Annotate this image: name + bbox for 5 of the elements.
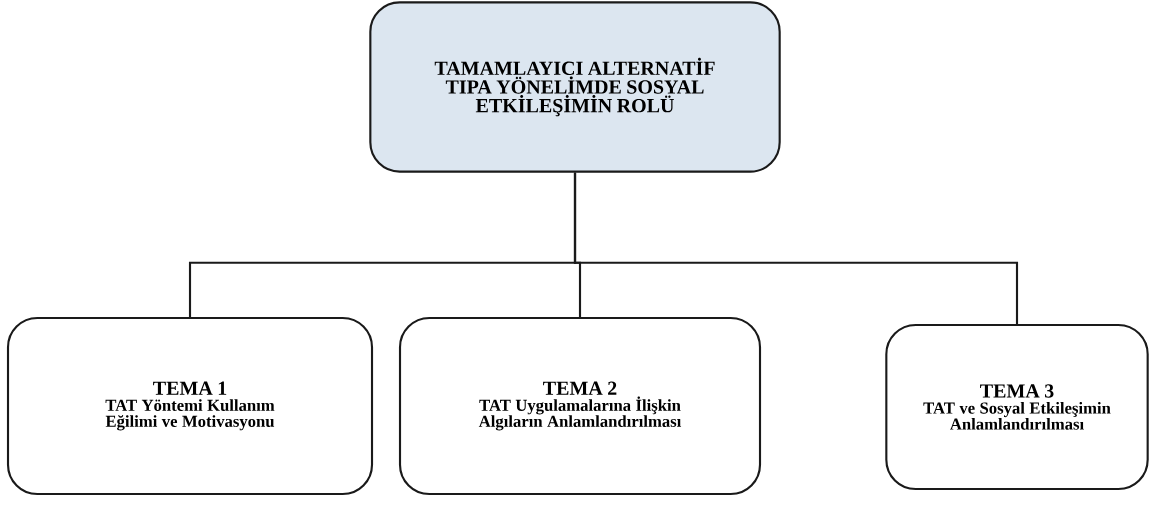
title-box: TAMAMLAYICI ALTERNATİF TIPA YÖNELİMDE SOSYAL ETKİLEŞİMİN ROLÜ <box>369 1 781 173</box>
theme-box: TEMA 2 TAT Uygulamalarına İlişkin Algıların Anlamlandırılması <box>398 316 762 496</box>
connector-line <box>573 172 1019 324</box>
theme-box: TEMA 3 TAT ve Sosyal Etkileşimin Anlamlandırılması <box>885 323 1149 491</box>
theme-box: TEMA 1 TAT Yöntemi Kullanım Eğilimi ve Motivasyonu <box>6 316 374 496</box>
